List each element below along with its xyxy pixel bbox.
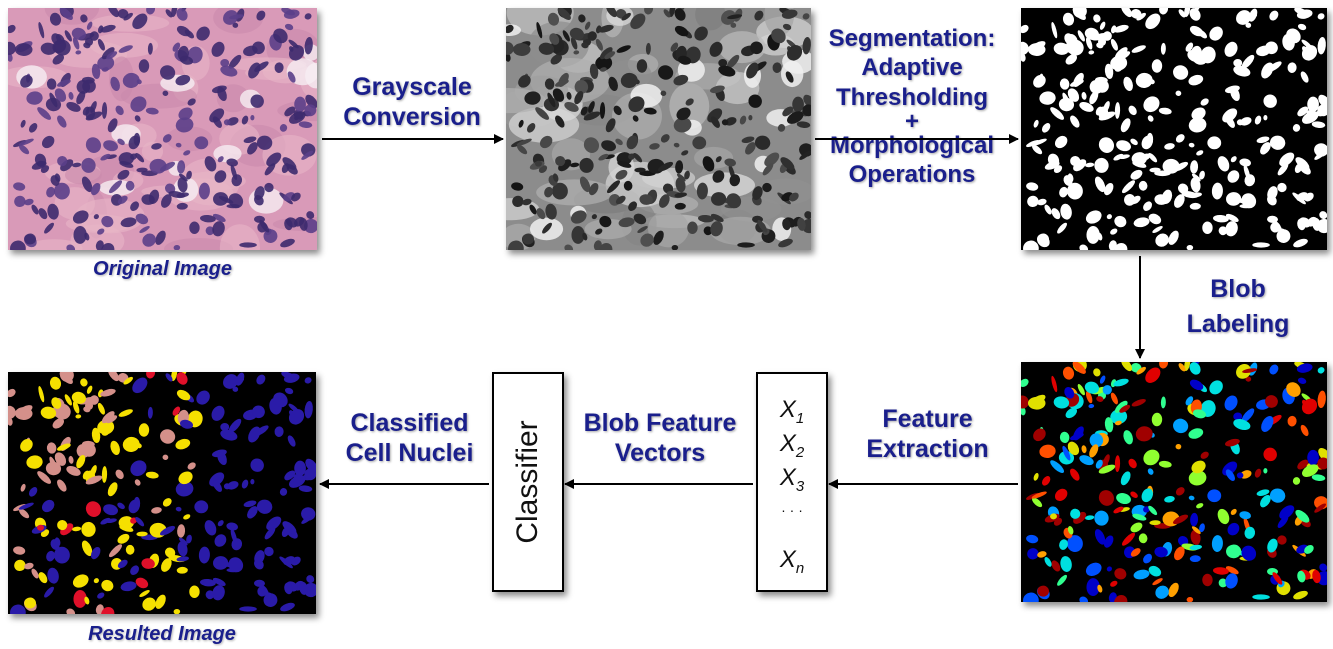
segmented-image (1021, 8, 1327, 250)
resulted-image (8, 372, 316, 614)
labeled-blobs-image (1021, 362, 1327, 602)
grayscale-image (506, 8, 811, 250)
blob-labeling-label: Blob Labeling (1186, 275, 1290, 338)
feature-vector-box: X1 X2 X3 · · · Xn (756, 372, 828, 592)
classifier-box: Classifier (492, 372, 564, 592)
original-image-caption: Original Image (93, 258, 232, 280)
feature-x3: X3 (779, 464, 805, 495)
classifier-label: Classifier (511, 420, 544, 544)
grayscale-conversion-label: Grayscale Conversion (343, 73, 481, 131)
feature-xn: Xn (779, 546, 805, 577)
segmentation-label: Segmentation: Adaptive Thresholding + Mo… (828, 25, 996, 189)
feature-x2: X2 (779, 430, 805, 461)
feature-extraction-label: Feature Extraction (866, 405, 989, 463)
feature-x1: X1 (779, 396, 805, 427)
resulted-image-caption: Resulted Image (88, 623, 236, 645)
blob-feature-vectors-label: Blob Feature Vectors (583, 409, 737, 467)
feature-ellipsis: · · · (781, 502, 803, 518)
original-image (8, 8, 317, 250)
classified-cell-nuclei-label: Classified Cell Nuclei (345, 409, 474, 467)
